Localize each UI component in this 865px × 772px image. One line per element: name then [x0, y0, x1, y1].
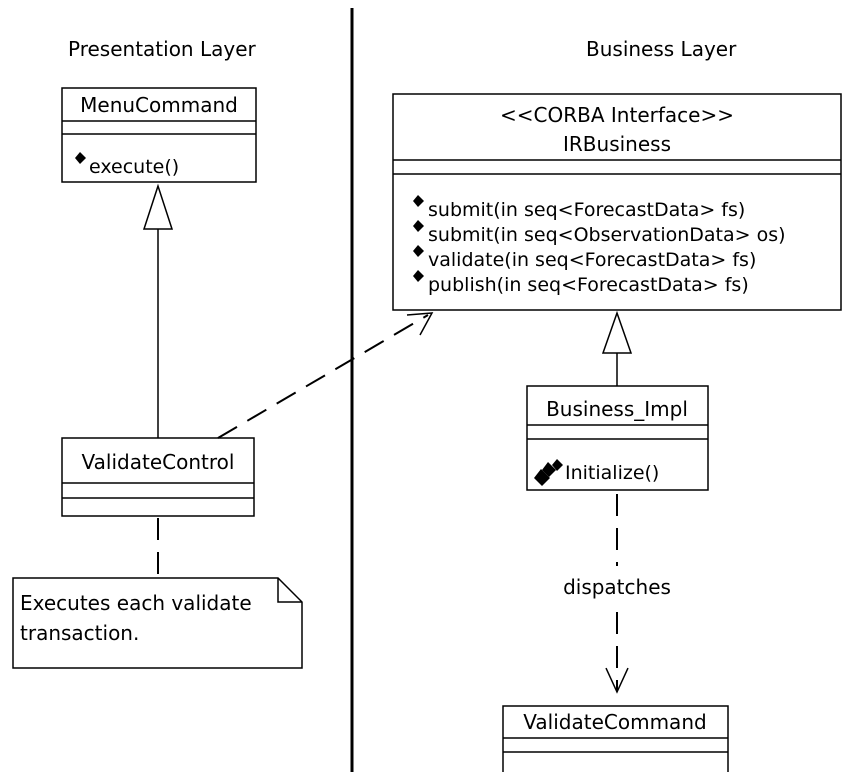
public-operation-icon	[413, 195, 424, 207]
class-name: Business_Impl	[546, 397, 688, 421]
operation-label: Initialize()	[565, 462, 659, 484]
public-operation-icon	[413, 220, 424, 232]
class-menu-command[interactable]: MenuCommand execute()	[61, 87, 257, 183]
public-operation-icon	[413, 270, 424, 282]
presentation-layer-title: Presentation Layer	[68, 37, 257, 61]
class-name: ValidateControl	[82, 450, 235, 474]
inheritance-arrowhead-icon	[142, 183, 174, 230]
class-name: MenuCommand	[80, 93, 238, 117]
generalization-validatecontrol-menucommand	[142, 183, 174, 438]
class-validate-command[interactable]: ValidateCommand	[502, 705, 729, 772]
open-arrowhead-icon	[406, 312, 434, 336]
note-fold-icon	[277, 578, 302, 603]
operation-label: execute()	[89, 156, 179, 178]
dispatches-label: dispatches	[563, 575, 671, 599]
class-business-impl[interactable]: Business_Impl Initialize()	[526, 385, 709, 491]
note-line-1: Executes each validate	[20, 591, 252, 615]
dependency-validatecontrol-irbusiness	[217, 312, 434, 439]
class-name: IRBusiness	[563, 132, 671, 156]
protected-operation-icon	[534, 459, 563, 486]
open-arrowhead-icon	[605, 667, 629, 694]
class-stereotype: <<CORBA Interface>>	[500, 103, 734, 127]
operation-label: submit(in seq<ObservationData> os)	[428, 224, 786, 246]
dependency-dispatches: dispatches	[563, 494, 671, 694]
public-operation-icon	[413, 245, 424, 257]
realization-businessimpl-irbusiness	[601, 310, 633, 386]
class-ir-business[interactable]: <<CORBA Interface>> IRBusiness submit(in…	[392, 93, 842, 311]
operation-label: submit(in seq<ForecastData> fs)	[428, 199, 745, 221]
note-validate-control[interactable]: Executes each validate transaction.	[12, 577, 303, 669]
class-validate-control[interactable]: ValidateControl	[61, 437, 255, 517]
operation-label: publish(in seq<ForecastData> fs)	[428, 274, 749, 296]
business-layer-title: Business Layer	[586, 37, 737, 61]
operation-label: validate(in seq<ForecastData> fs)	[428, 249, 756, 271]
public-operation-icon	[75, 152, 86, 164]
class-name: ValidateCommand	[523, 710, 706, 734]
inheritance-arrowhead-icon	[601, 310, 633, 354]
note-line-2: transaction.	[20, 621, 139, 645]
